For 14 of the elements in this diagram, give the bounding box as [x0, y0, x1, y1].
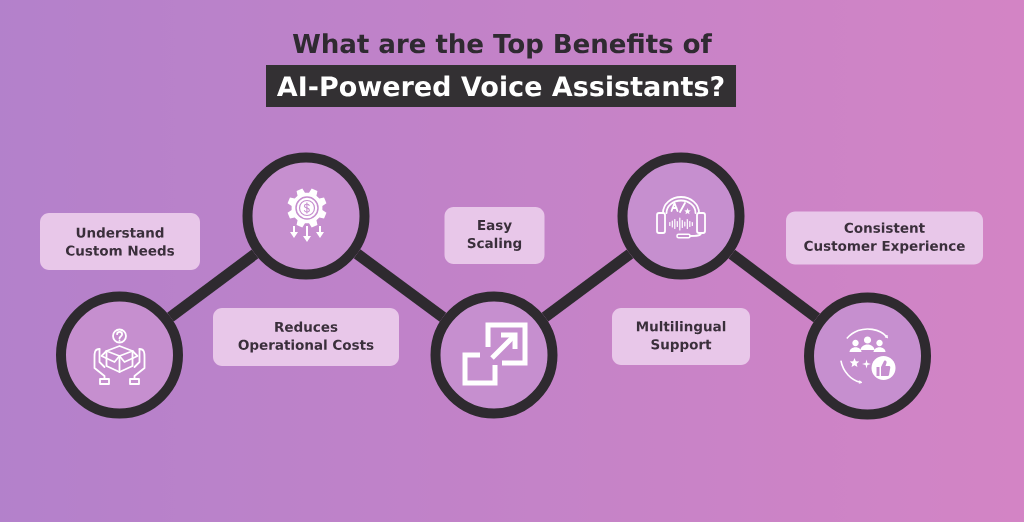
label-box: Reduces Operational Costs: [213, 308, 399, 366]
label-box: Understand Custom Needs: [40, 213, 200, 270]
connector-line: [353, 249, 447, 322]
label-box: Multilingual Support: [612, 308, 750, 365]
connector-line: [541, 249, 634, 322]
label-box: Consistent Customer Experience: [786, 211, 983, 265]
connector-line: [728, 249, 821, 323]
circle: [56, 291, 183, 419]
circle: [430, 291, 558, 419]
title-band: AI-Powered Voice Assistants?: [266, 65, 736, 107]
label-box: Easy Scaling: [444, 207, 545, 264]
connector-line: [167, 249, 259, 322]
title: What are the Top Benefits of: [292, 33, 713, 59]
circle: [804, 292, 931, 420]
